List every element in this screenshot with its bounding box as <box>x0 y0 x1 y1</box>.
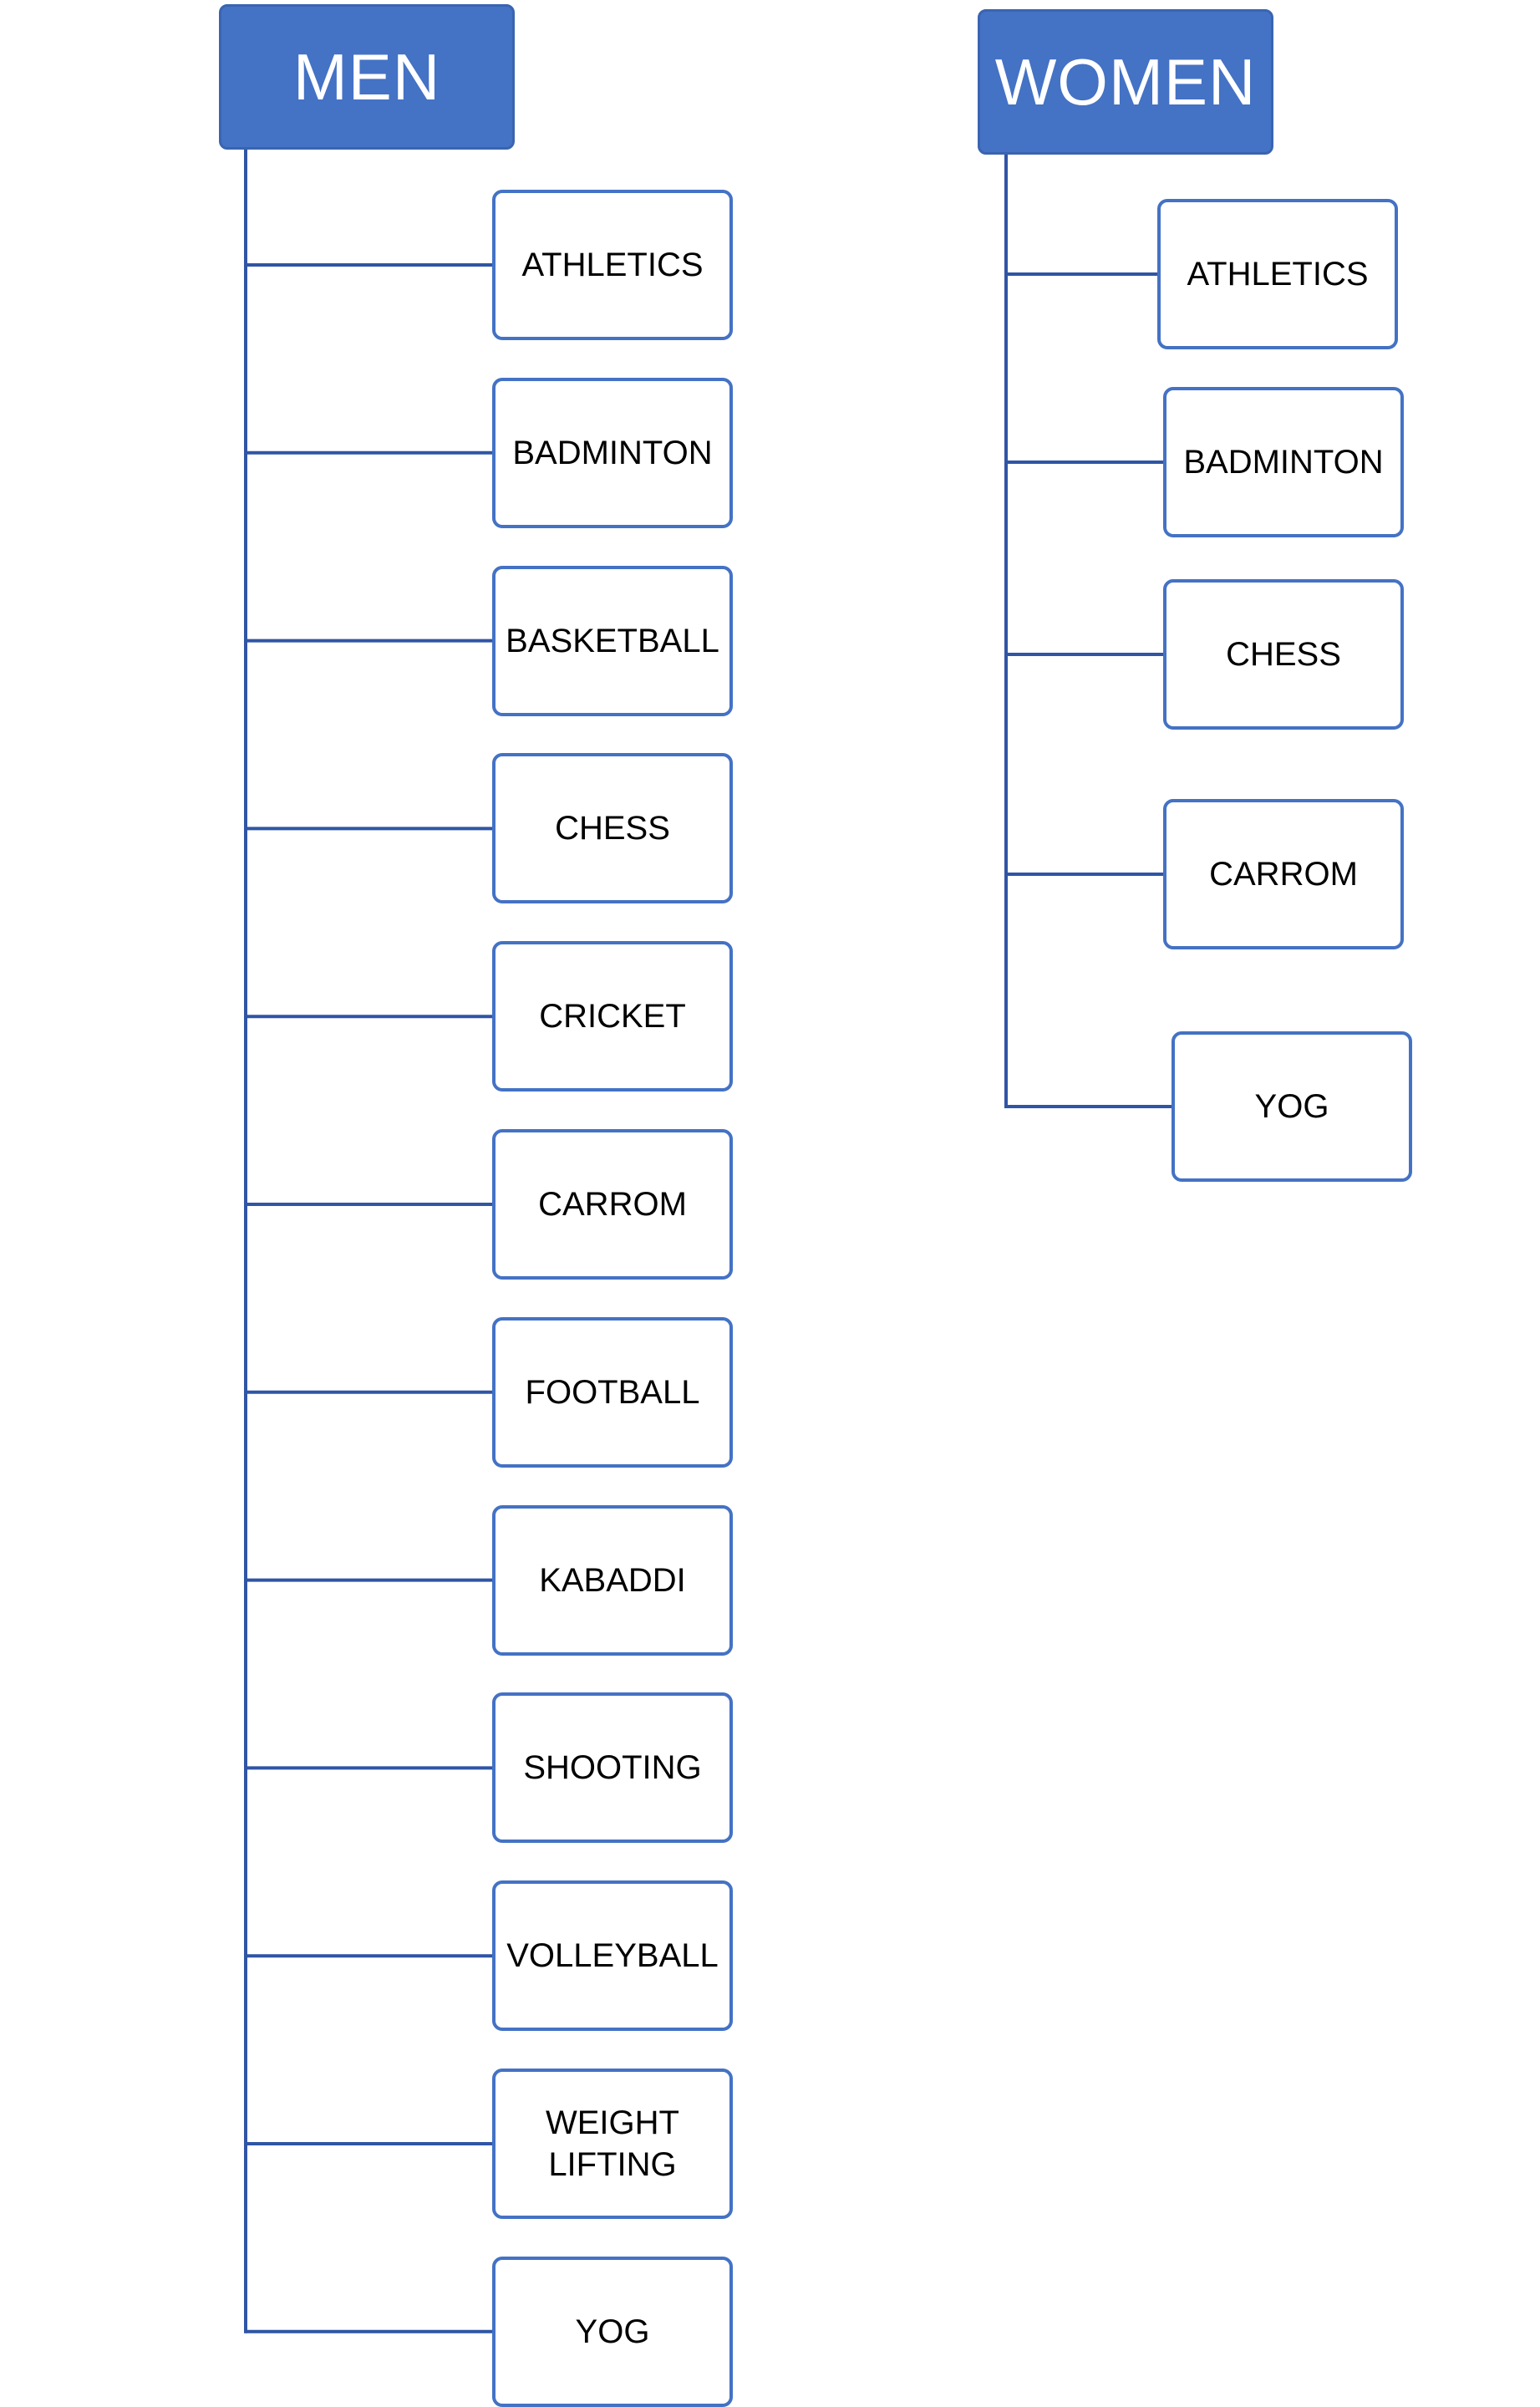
men-box-football: FOOTBALL <box>492 1316 733 1468</box>
men-box-weight-lifting: WEIGHT LIFTING <box>492 2069 733 2219</box>
men-box-shooting: SHOOTING <box>492 1692 733 1844</box>
women-box-badminton: BADMINTON <box>1163 387 1404 537</box>
women-box-athletics: ATHLETICS <box>1157 199 1398 349</box>
men-box-cricket: CRICKET <box>492 941 733 1092</box>
women-box-chess: CHESS <box>1163 579 1404 730</box>
men-box-yog: YOG <box>492 2256 733 2407</box>
women-box-carrom: CARROM <box>1163 799 1404 949</box>
men-header-box: MEN <box>219 4 515 150</box>
men-box-kabaddi: KABADDI <box>492 1504 733 1656</box>
men-box-carrom: CARROM <box>492 1129 733 1280</box>
women-box-yog: YOG <box>1172 1031 1412 1182</box>
men-box-athletics: ATHLETICS <box>492 190 733 340</box>
men-box-basketball: BASKETBALL <box>492 565 733 716</box>
men-box-volleyball: VOLLEYBALL <box>492 1880 733 2032</box>
women-header-box: WOMEN <box>978 9 1273 155</box>
men-box-chess: CHESS <box>492 753 733 904</box>
men-box-badminton: BADMINTON <box>492 377 733 528</box>
